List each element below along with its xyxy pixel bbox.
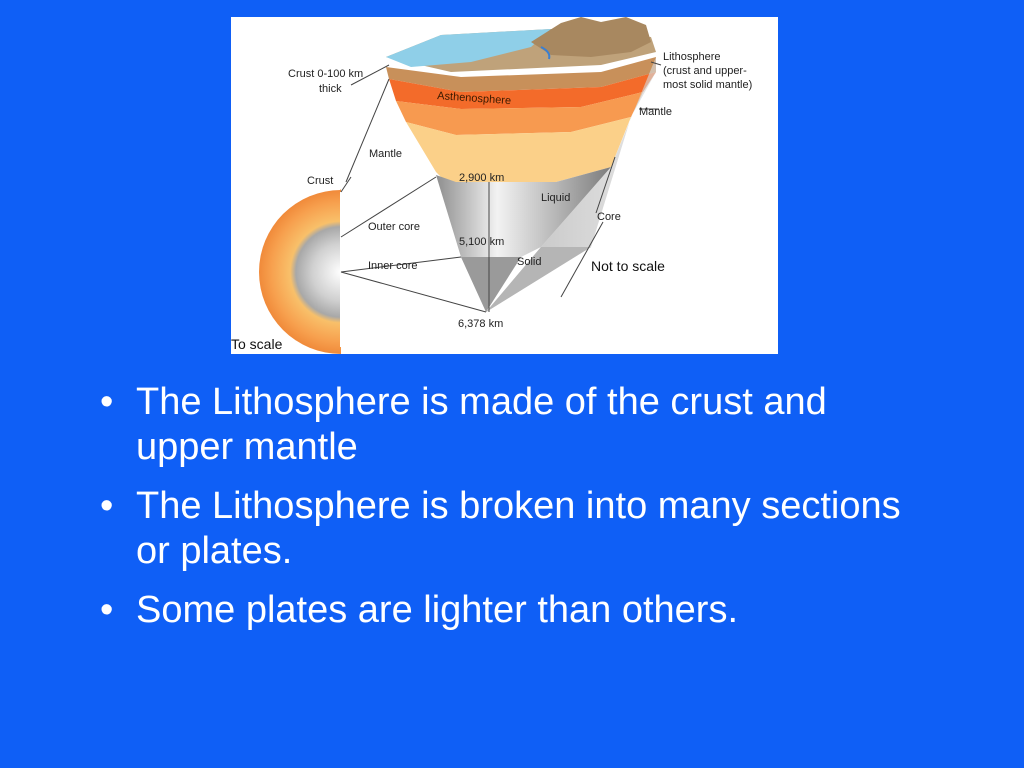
label-mantle-left: Mantle bbox=[369, 148, 402, 160]
label-core: Core bbox=[597, 211, 621, 223]
upper-mantle-layer bbox=[396, 92, 643, 135]
leader-lines bbox=[340, 61, 662, 313]
bullet-dot-icon: • bbox=[100, 589, 114, 631]
label-outer-core: Outer core bbox=[368, 221, 420, 233]
to-scale-earth bbox=[259, 187, 461, 354]
label-crust-thickness-1: Crust 0-100 km bbox=[288, 68, 363, 80]
inner-core-layer bbox=[461, 257, 521, 312]
bullet-text: The Lithosphere is made of the crust and… bbox=[136, 381, 827, 468]
bullet-list: • The Lithosphere is made of the crust an… bbox=[100, 380, 920, 647]
label-to-scale: To scale bbox=[231, 336, 283, 352]
lithosphere-layer bbox=[386, 57, 656, 92]
label-asthenosphere: Asthenosphere bbox=[437, 90, 512, 107]
mountains bbox=[531, 17, 651, 57]
wedge-block bbox=[386, 17, 656, 312]
label-liquid: Liquid bbox=[541, 192, 570, 204]
earth-layers-svg: Crust 0-100 km thick Lithosphere (crust … bbox=[231, 17, 752, 354]
bullet-dot-icon: • bbox=[100, 381, 114, 423]
label-inner-core: Inner core bbox=[368, 260, 418, 272]
bullet-item: • Some plates are lighter than others. bbox=[100, 588, 920, 633]
bullet-text: The Lithosphere is broken into many sect… bbox=[136, 485, 901, 572]
bullet-item: • The Lithosphere is broken into many sec… bbox=[100, 484, 920, 574]
label-depth-5100: 5,100 km bbox=[459, 236, 504, 248]
bullet-item: • The Lithosphere is made of the crust an… bbox=[100, 380, 920, 470]
label-solid: Solid bbox=[517, 256, 541, 268]
bullet-text: Some plates are lighter than others. bbox=[136, 589, 739, 631]
ocean-surface bbox=[386, 29, 551, 67]
label-depth-6378: 6,378 km bbox=[458, 318, 503, 330]
earth-layers-diagram: Crust 0-100 km thick Lithosphere (crust … bbox=[231, 17, 778, 354]
label-lithosphere-1: Lithosphere bbox=[663, 51, 721, 63]
asthenosphere-layer bbox=[389, 72, 656, 109]
half-earth-cut bbox=[341, 272, 406, 354]
label-not-to-scale: Not to scale bbox=[591, 258, 665, 274]
label-lithosphere-3: most solid mantle) bbox=[663, 79, 752, 91]
bullet-dot-icon: • bbox=[100, 485, 114, 527]
river bbox=[540, 46, 551, 60]
side-face-lower bbox=[486, 247, 591, 312]
label-depth-2900: 2,900 km bbox=[459, 172, 504, 184]
label-lithosphere-2: (crust and upper- bbox=[663, 65, 747, 77]
lower-mantle-layer bbox=[406, 117, 631, 182]
label-crust: Crust bbox=[307, 175, 333, 187]
label-crust-thickness-2: thick bbox=[319, 83, 342, 95]
label-mantle-right: Mantle bbox=[639, 106, 672, 118]
